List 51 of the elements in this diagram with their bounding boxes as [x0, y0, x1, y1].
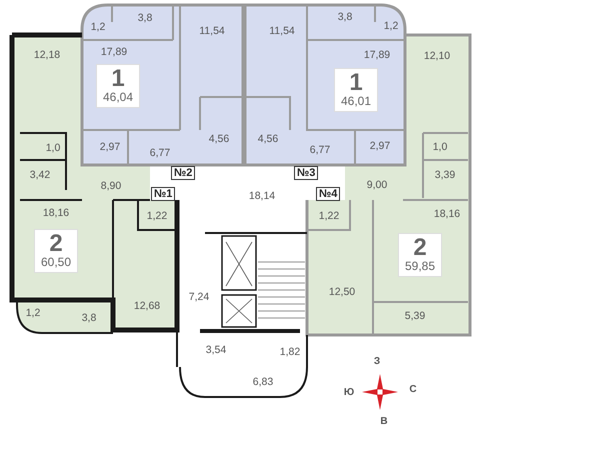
apartment-number-tag: №3: [294, 166, 318, 180]
room-area-label: 2,97: [370, 140, 390, 152]
room-count: 2: [49, 232, 63, 256]
total-area: 59,85: [404, 260, 436, 274]
room-count: 1: [349, 71, 363, 96]
room-area-label: 18,16: [42, 208, 70, 218]
room-area-label: 3,42: [30, 170, 50, 180]
apartment-badge: [398, 233, 442, 277]
room-area-label: 1,2: [26, 308, 40, 318]
room-area-label: 3,54: [206, 344, 226, 356]
room-area-label: 4,56: [208, 134, 230, 144]
total-area: 60,50: [40, 256, 72, 270]
room-area-label: 17,89: [364, 50, 390, 60]
apartment-badge: [34, 229, 78, 273]
compass-letter: С: [409, 385, 417, 395]
room-area-label: 1,0: [46, 142, 60, 154]
room-area-label: 7,24: [188, 292, 210, 302]
room-area-label: 8,90: [100, 180, 122, 192]
room-area-label: 6,83: [252, 376, 274, 388]
room-count: 2: [413, 236, 427, 260]
compass-letter: В: [380, 417, 388, 427]
apartment-badge: [334, 68, 378, 112]
room-area-label: 11,54: [269, 26, 295, 36]
room-area-label: 1,2: [384, 20, 398, 32]
compass-letter: Ю: [344, 388, 354, 398]
room-area-label: 18,16: [434, 208, 460, 220]
room-area-label: 3,8: [82, 312, 96, 324]
room-area-label: 12,18: [34, 50, 60, 60]
room-area-label: 3,39: [434, 170, 456, 180]
apartment-number-tag: №1: [151, 187, 176, 201]
apartment-number-tag: №2: [171, 166, 196, 180]
room-area-label: 12,68: [134, 300, 160, 312]
apartment-badge: [96, 64, 140, 108]
room-area-label: 2,97: [100, 142, 120, 152]
room-area-label: 3,8: [138, 12, 152, 24]
room-area-label: 1,0: [432, 142, 448, 152]
room-area-label: 18,14: [248, 190, 276, 202]
compass-letter: З: [374, 357, 380, 367]
total-area: 46,04: [102, 91, 134, 105]
room-area-label: 9,00: [366, 180, 388, 190]
total-area: 46,01: [340, 95, 372, 109]
room-count: 1: [111, 67, 125, 92]
room-area-label: 6,77: [310, 144, 330, 156]
room-area-label: 1,82: [280, 346, 300, 358]
room-area-label: 12,50: [328, 286, 356, 298]
apartment-number-tag: №4: [316, 187, 340, 201]
room-area-label: 3,8: [338, 12, 352, 22]
room-area-label: 5,39: [404, 310, 426, 322]
room-area-label: 12,10: [424, 50, 450, 62]
room-area-label: 1,2: [90, 22, 106, 32]
room-area-label: 11,54: [199, 26, 225, 36]
